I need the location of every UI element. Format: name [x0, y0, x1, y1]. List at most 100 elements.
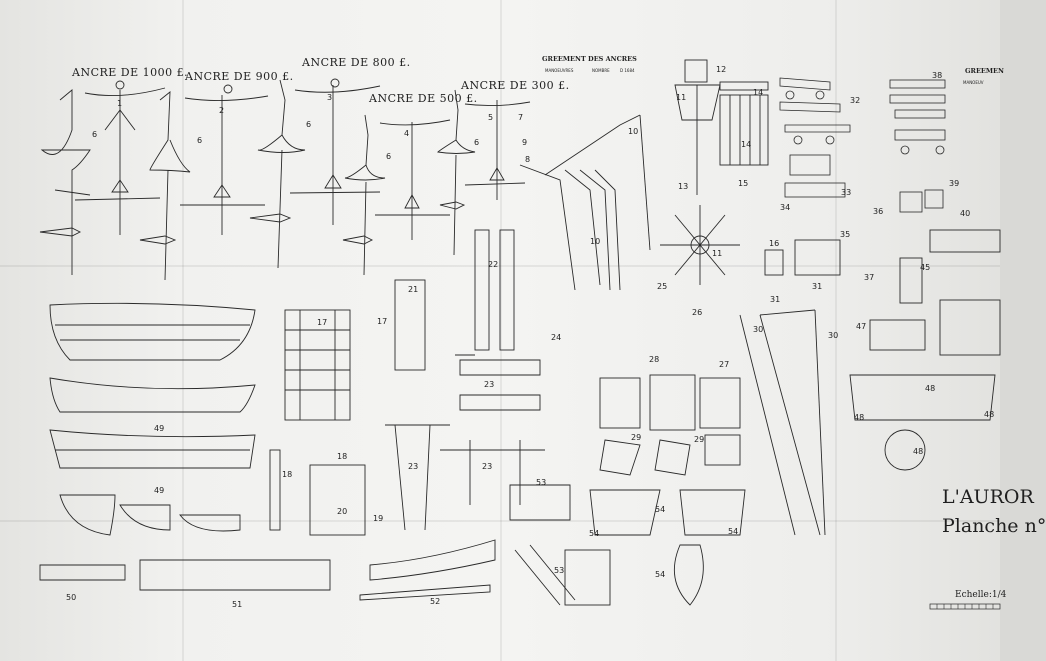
part-number: 28 [649, 355, 660, 364]
part-number: 6 [386, 152, 392, 161]
part-number: 19 [373, 514, 384, 523]
part-number: 54 [655, 505, 666, 514]
part-number: 39 [949, 179, 960, 188]
anchor-title: ANCRE DE 1000 £. [72, 66, 189, 79]
part-number: 49 [154, 486, 165, 495]
part-number: 50 [66, 593, 77, 602]
part-number: 36 [873, 207, 884, 216]
cannons [779, 77, 946, 213]
fold-line [182, 0, 184, 661]
part-number: 49 [154, 424, 165, 433]
plate-number: Planche n° [942, 515, 1046, 537]
part-number: 48 [984, 410, 995, 419]
part-number: 31 [770, 295, 781, 304]
part-number: 30 [828, 331, 839, 340]
part-number: 45 [920, 263, 931, 272]
anchor-title: ANCRE DE 900 £. [185, 70, 294, 83]
rigging-title: GREEMENT DES ANCRES [542, 55, 637, 63]
part-number: 13 [678, 182, 689, 191]
part-number: 6 [197, 136, 203, 145]
part-number: 8 [525, 155, 531, 164]
part-number: 48 [854, 413, 865, 422]
part-number: 25 [657, 282, 668, 291]
part-number: 6 [474, 138, 480, 147]
part-number: 52 [430, 597, 441, 606]
part-number: 48 [913, 447, 924, 456]
rigging-column-header: MANOEUVRES [545, 68, 574, 73]
part-number: 31 [812, 282, 823, 291]
fold-line [0, 520, 1000, 522]
part-number: 17 [377, 317, 388, 326]
part-number: 22 [488, 260, 499, 269]
part-number: 5 [488, 113, 494, 122]
part-number: 23 [484, 380, 495, 389]
part-number: 54 [589, 529, 600, 538]
plan-title: L'AUROR [942, 486, 1034, 508]
part-number: 10 [590, 237, 601, 246]
part-number: 11 [712, 249, 723, 258]
anchor-title: ANCRE DE 300 £. [461, 79, 570, 92]
rigging-ladders [519, 114, 651, 291]
part-number: 20 [337, 507, 348, 516]
anchor-title: ANCRE DE 800 £. [302, 56, 411, 69]
part-number: 4 [404, 129, 410, 138]
mast-fittings [269, 229, 545, 536]
part-number: 38 [932, 71, 943, 80]
scale-label: Echelle:1/4 [955, 590, 1007, 600]
part-number: 40 [960, 209, 971, 218]
part-number: 30 [753, 325, 764, 334]
right-subheader: MANOEUV [963, 80, 984, 85]
part-number: 18 [282, 470, 293, 479]
anchor-drawing [39, 80, 166, 275]
anchor-drawing [249, 78, 381, 269]
part-number: 32 [850, 96, 861, 105]
part-number: 2 [219, 106, 225, 115]
part-number: 53 [536, 478, 547, 487]
technical-drawing [39, 59, 1001, 606]
part-number: 29 [631, 433, 642, 442]
part-number: 10 [628, 127, 639, 136]
part-number: 3 [327, 93, 333, 102]
part-number: 23 [482, 462, 493, 471]
part-number: 14 [753, 88, 764, 97]
bowsprit-drawing [739, 229, 1001, 536]
rigging-column-header: NOMBRE [592, 68, 610, 73]
part-number: 21 [408, 285, 419, 294]
part-number: 7 [518, 113, 524, 122]
part-number: 6 [306, 120, 312, 129]
part-number: 54 [728, 527, 739, 536]
anchor-drawing [437, 89, 531, 256]
boat-drawings [39, 302, 496, 601]
part-number: 29 [694, 435, 705, 444]
part-number: 17 [317, 318, 328, 327]
capstan-drawing [660, 59, 740, 285]
part-number: 34 [780, 203, 791, 212]
part-number: 9 [522, 138, 528, 147]
anchor-drawing [139, 84, 269, 281]
part-number: 48 [925, 384, 936, 393]
rigging-column-header: D 1684 [620, 68, 635, 73]
hatch-drawings [509, 374, 746, 606]
part-number: 11 [676, 93, 687, 102]
fold-line [500, 0, 502, 661]
part-number: 26 [692, 308, 703, 317]
part-number: 23 [408, 462, 419, 471]
part-number: 24 [551, 333, 562, 342]
part-number: 16 [769, 239, 780, 248]
part-number: 33 [841, 188, 852, 197]
deck-grating [719, 81, 769, 166]
scale-bar [929, 603, 1001, 610]
right-header: GREEMEN [965, 67, 1004, 75]
anchor-title: ANCRE DE 500 £. [369, 92, 478, 105]
part-number: 15 [738, 179, 749, 188]
part-number: 53 [554, 566, 565, 575]
part-number: 47 [856, 322, 867, 331]
part-number: 18 [337, 452, 348, 461]
anchor-drawing [342, 114, 451, 276]
part-number: 27 [719, 360, 730, 369]
part-number: 51 [232, 600, 243, 609]
part-number: 54 [655, 570, 666, 579]
part-number: 1 [117, 99, 123, 108]
part-number: 12 [716, 65, 727, 74]
part-number: 37 [864, 273, 875, 282]
